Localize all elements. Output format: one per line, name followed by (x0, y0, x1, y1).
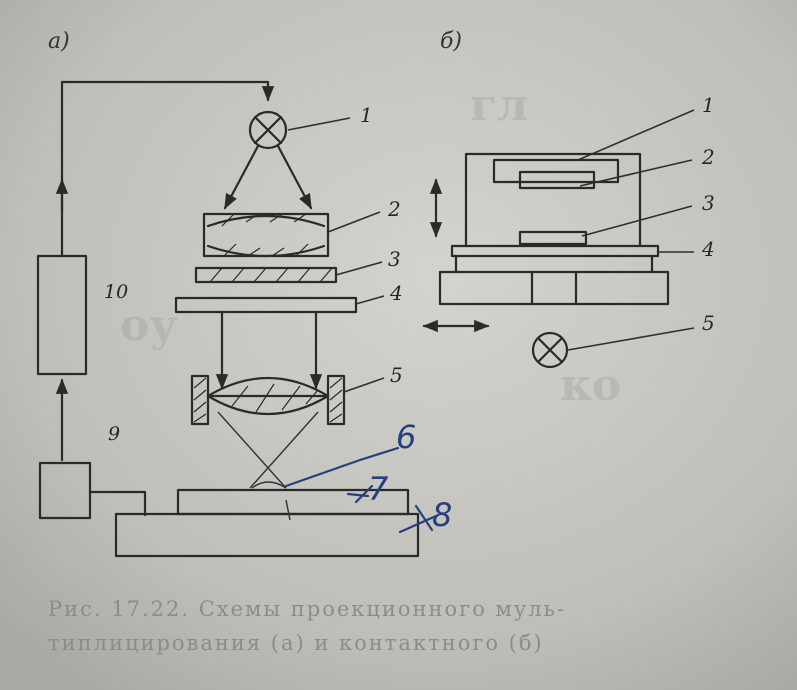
block-9 (38, 461, 92, 520)
leader-1 (287, 117, 351, 131)
mask-holder-1 (492, 158, 620, 184)
pen-leader-7 (346, 484, 374, 504)
diagram-b: 1 2 3 4 5 (422, 93, 715, 369)
label-b3: 3 (702, 191, 715, 215)
mask-2 (518, 170, 596, 190)
label-1: 1 (360, 103, 373, 127)
block-10 (36, 254, 88, 376)
wafer-b3 (518, 230, 588, 246)
leader-3 (335, 261, 383, 276)
lamp-icon (531, 331, 569, 369)
pen-leader-8 (398, 504, 438, 534)
label-b5: 5 (702, 311, 715, 335)
label-b1: 1 (702, 93, 715, 117)
reticle-4 (174, 296, 358, 314)
feedback-wire (60, 80, 275, 257)
caption-line-1: Рис. 17.22. Схемы проекционного муль- (48, 597, 566, 621)
pen-label-6: 6 (396, 418, 416, 456)
label-9: 9 (108, 423, 120, 445)
label-b2: 2 (701, 145, 715, 169)
label-b4: 4 (701, 237, 715, 261)
base-b (438, 254, 670, 306)
leader-2 (327, 211, 381, 233)
svg-text:ко: ко (560, 360, 621, 411)
objective-5 (190, 374, 346, 426)
label-3: 3 (388, 247, 401, 271)
focus-spot (251, 481, 287, 489)
pen-label-8: 8 (432, 496, 452, 534)
label-4: 4 (389, 281, 403, 305)
frame-arm (464, 152, 642, 248)
leader-b3 (581, 205, 693, 237)
svg-text:оу: оу (120, 300, 178, 351)
leader-b2 (579, 159, 693, 187)
leader-4 (355, 295, 385, 305)
panel-label-a: а) (48, 29, 70, 54)
lamp-icon (248, 110, 288, 150)
table-b4 (450, 244, 660, 258)
pen-leader-6 (284, 446, 400, 488)
stage-8 (114, 512, 420, 558)
label-2: 2 (387, 197, 401, 221)
wire-9-to-stage (88, 490, 147, 517)
panel-label-b: б) (440, 29, 462, 54)
ray-left (223, 144, 260, 210)
leader-b1 (577, 109, 695, 161)
svg-text:гл: гл (470, 80, 528, 131)
wafer-mark (285, 499, 291, 521)
pen-label-7: 7 (368, 470, 389, 508)
label-5: 5 (390, 363, 403, 387)
show-through-ghost: гл ко оу (120, 80, 621, 411)
focus-cone (217, 411, 319, 489)
diagram-a: 10 9 1 2 3 (36, 80, 452, 558)
caption: Рис. 17.22. Схемы проекционного муль- ти… (48, 597, 566, 655)
caption-line-2: типлицирования (а) и контактного (б) (48, 631, 544, 655)
leader-b5 (567, 327, 695, 351)
condenser-2 (202, 212, 330, 258)
label-10: 10 (104, 281, 128, 303)
handwritten-annotations: 6 7 8 (284, 418, 452, 534)
ray-right (276, 144, 313, 210)
leader-5 (343, 377, 385, 393)
